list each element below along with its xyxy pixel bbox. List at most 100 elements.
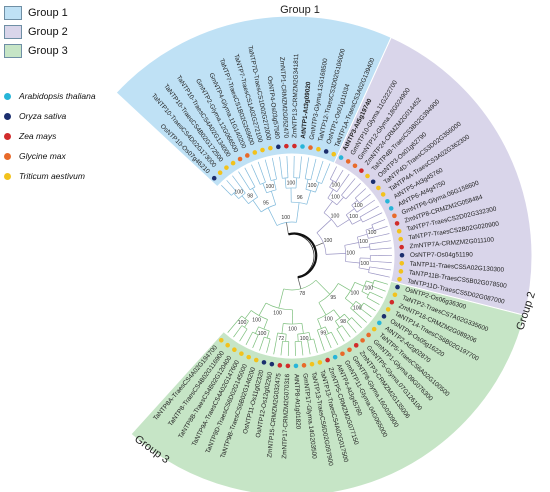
tree-branch xyxy=(271,157,276,173)
group-1-sector xyxy=(115,15,392,188)
tree-branch xyxy=(275,332,278,341)
species-dot-icon xyxy=(237,156,243,162)
species-dot-icon xyxy=(359,168,364,173)
species-dot-icon xyxy=(232,347,237,353)
tree-branch xyxy=(358,267,370,271)
tree-branch xyxy=(221,185,228,192)
tree-branch xyxy=(335,321,340,328)
tree-branch xyxy=(336,185,342,192)
tree-branch xyxy=(297,334,299,342)
tree-branch xyxy=(251,164,258,178)
species-dot-icon xyxy=(317,360,323,365)
tree-branch xyxy=(297,277,302,289)
species-label: Glycine max xyxy=(19,151,66,161)
tree-branch xyxy=(240,186,246,194)
tree-branch xyxy=(296,202,300,223)
species-dot-icon xyxy=(360,338,365,343)
tree-branch xyxy=(244,310,252,319)
tree-branch xyxy=(305,179,309,190)
tree-branch xyxy=(252,339,257,349)
root-arc xyxy=(288,232,318,279)
species-dot-icon xyxy=(331,151,337,157)
tree-branch xyxy=(252,188,258,198)
bootstrap-label: 78 xyxy=(299,291,305,297)
species-dot-icon xyxy=(245,153,250,158)
tree-branch xyxy=(357,233,368,238)
bootstrap-label: 100 xyxy=(288,326,297,332)
tree-branch xyxy=(245,336,251,345)
tree-branch xyxy=(366,280,374,284)
tree-branch xyxy=(258,302,267,316)
tree-branch xyxy=(333,336,339,346)
species-dot-icon xyxy=(285,363,291,369)
tree-branch xyxy=(369,266,377,269)
tree-branch xyxy=(375,273,390,278)
tree-branch xyxy=(341,325,346,331)
tree-branch xyxy=(273,340,277,355)
bootstrap-label: 100 xyxy=(287,180,296,186)
tree-branch xyxy=(262,336,265,343)
species-dot-icon xyxy=(376,185,381,191)
species-dot-icon xyxy=(292,143,297,149)
tree-branch xyxy=(304,171,307,179)
bootstrap-label: 100 xyxy=(349,214,358,220)
group-1-swatch xyxy=(4,6,22,20)
tree-branch xyxy=(245,183,251,191)
tree-branch xyxy=(329,174,333,180)
tree-branch xyxy=(376,267,392,271)
bootstrap-label: 98 xyxy=(340,319,346,325)
species-dot-icon xyxy=(389,299,395,305)
tree-branch xyxy=(336,196,344,206)
tree-branch xyxy=(372,285,378,289)
tree-branch xyxy=(315,182,320,193)
species-dot-icon xyxy=(253,357,259,363)
bootstrap-label: 99 xyxy=(320,331,326,337)
tree-branch xyxy=(274,171,277,180)
species-dot-icon xyxy=(300,144,305,149)
tree-branch xyxy=(313,338,316,345)
tree-branch xyxy=(344,242,359,246)
tree-branch xyxy=(249,331,253,337)
tree-branch xyxy=(359,246,370,249)
tree-branch xyxy=(301,341,303,347)
species-dot-icon xyxy=(397,276,402,282)
species-dot-icon xyxy=(353,343,359,348)
tree-branch xyxy=(315,279,331,295)
tree-branch xyxy=(373,228,380,231)
tree-branch xyxy=(286,156,288,171)
species-dot-icon xyxy=(225,342,230,348)
tree-branch xyxy=(367,305,376,312)
tree-branch xyxy=(251,180,256,188)
tree-branch xyxy=(244,320,249,328)
tree-branch xyxy=(280,346,283,356)
tree-branch xyxy=(323,201,333,213)
species-dot-icon xyxy=(392,213,397,219)
species-dot-icon xyxy=(399,261,405,266)
tree-branch xyxy=(307,340,309,346)
tree-branch xyxy=(263,319,268,330)
tree-branch xyxy=(341,189,347,196)
tree-branch xyxy=(255,334,259,340)
species-dot-icon xyxy=(260,147,265,153)
species-dot-icon xyxy=(345,159,351,164)
tree-branch xyxy=(244,328,248,334)
tree-branch xyxy=(377,261,392,263)
tree-branch xyxy=(359,199,364,204)
species-dot-icon xyxy=(381,314,387,319)
group-3-swatch xyxy=(4,44,22,58)
species-item-arabidopsis: Arabidopsis thaliana xyxy=(4,86,96,106)
tree-branch-arc xyxy=(283,279,317,291)
bootstrap-label: 100 xyxy=(331,195,340,201)
species-dot-icon xyxy=(377,320,382,326)
species-dot-icon xyxy=(217,170,223,176)
tree-branch xyxy=(321,176,325,184)
tree-branch xyxy=(280,170,283,179)
tree-branch xyxy=(268,338,271,345)
bootstrap-label: 72 xyxy=(278,336,284,342)
group-2-swatch xyxy=(4,25,22,39)
tree-branch xyxy=(376,240,391,244)
species-markers xyxy=(211,143,405,369)
tree-branch xyxy=(318,160,324,175)
tree-branch xyxy=(339,333,345,342)
bootstrap-label: 100 xyxy=(354,203,363,209)
